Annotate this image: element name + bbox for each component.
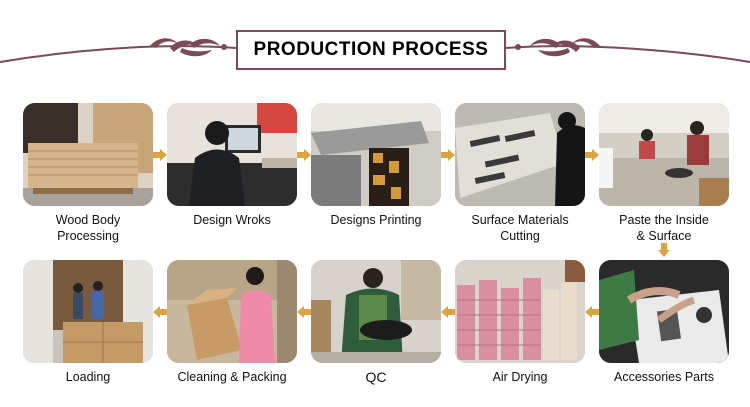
arrow-right-icon xyxy=(585,149,599,161)
step-caption: Surface Materials Cutting xyxy=(471,213,569,243)
computer-workstation-photo xyxy=(167,103,297,206)
step-designs-printing: Designs Printing xyxy=(311,103,441,228)
step-caption: Cleaning & Packing xyxy=(177,370,287,384)
large-format-printer-photo xyxy=(311,103,441,206)
arrow-left-icon xyxy=(153,306,167,318)
step-wood-body-processing: Wood Body Processing xyxy=(23,103,153,244)
cutting-table-photo xyxy=(455,103,585,206)
step-caption: Wood Body Processing xyxy=(55,213,121,243)
step-air-drying: Air Drying xyxy=(455,260,585,385)
step-loading: Loading xyxy=(23,260,153,385)
title-box: PRODUCTION PROCESS xyxy=(236,30,506,70)
step-qc: QC xyxy=(311,260,441,385)
arrow-down-icon xyxy=(658,243,670,257)
wood-boards-photo xyxy=(23,103,153,206)
step-caption: Accessories Parts xyxy=(613,370,715,384)
workshop-pasting-photo xyxy=(599,103,729,206)
step-caption: Designs Printing xyxy=(330,213,422,227)
arrow-right-icon xyxy=(153,149,167,161)
page-title: PRODUCTION PROCESS xyxy=(253,39,489,60)
carton-packing-photo xyxy=(167,260,297,363)
step-design-works: Design Wroks xyxy=(167,103,297,228)
arrow-right-icon xyxy=(297,149,311,161)
step-paste-inside-surface: Paste the Inside & Surface xyxy=(599,103,729,244)
arrow-right-icon xyxy=(441,149,455,161)
arrow-left-icon xyxy=(585,306,599,318)
step-caption: Air Drying xyxy=(492,370,548,384)
step-caption: Design Wroks xyxy=(193,213,271,227)
step-accessories-parts: Accessories Parts xyxy=(599,260,729,385)
step-caption: Paste the Inside & Surface xyxy=(619,213,709,243)
header-ornament xyxy=(0,38,750,63)
step-surface-materials-cutting: Surface Materials Cutting xyxy=(455,103,585,244)
arrow-left-icon xyxy=(441,306,455,318)
step-cleaning-packing: Cleaning & Packing xyxy=(167,260,297,385)
step-caption: QC xyxy=(365,369,387,385)
stacked-boxes-drying-photo xyxy=(455,260,585,363)
quality-check-photo xyxy=(311,260,441,363)
arrow-left-icon xyxy=(297,306,311,318)
container-loading-photo xyxy=(23,260,153,363)
accessories-assembly-photo xyxy=(599,260,729,363)
step-caption: Loading xyxy=(65,370,111,384)
